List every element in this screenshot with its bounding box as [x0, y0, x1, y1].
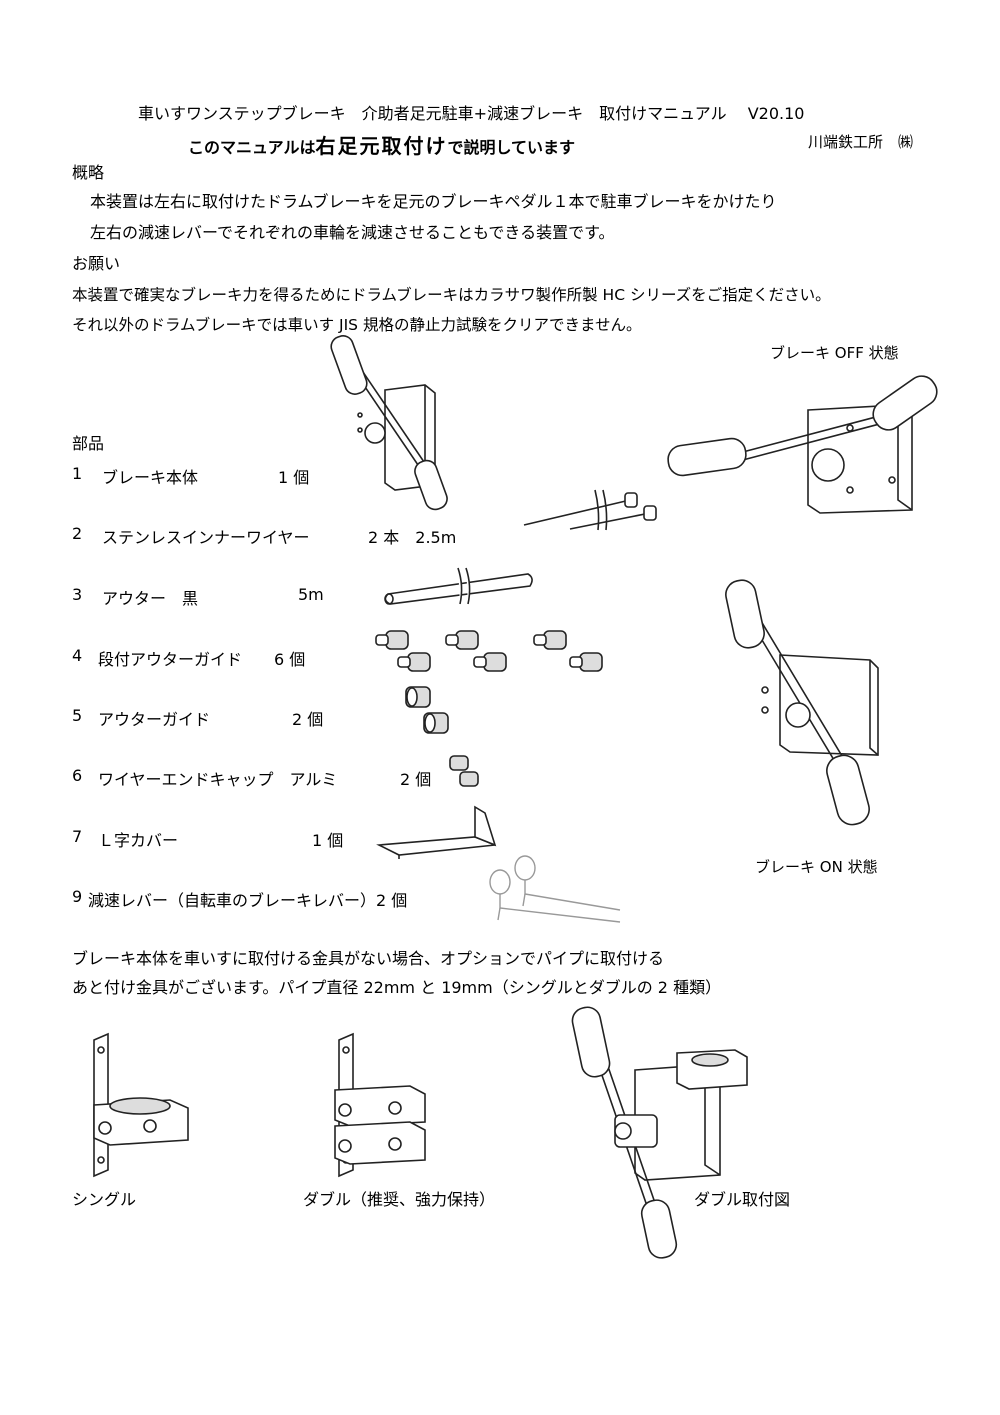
part-name: 段付アウターガイド: [98, 650, 243, 669]
manual-subtitle: このマニュアルは右足元取付けで説明しています: [188, 130, 575, 159]
part-no: 9: [72, 887, 83, 906]
part-qty: 5m: [298, 585, 324, 604]
overview-heading: 概略: [72, 163, 105, 182]
outer-tube-illustration: [384, 567, 533, 605]
single-label: シングル: [72, 1190, 137, 1209]
brake-levers-illustration: [489, 855, 621, 923]
outer-guides-illustration: [405, 686, 449, 734]
part-name: アウターガイド: [98, 710, 211, 729]
part-no: 5: [72, 706, 83, 725]
double-mount-illustration: [571, 1006, 748, 1259]
subtitle-post: で説明しています: [447, 138, 576, 157]
double-mount-label: ダブル取付図: [694, 1190, 791, 1209]
part-name: ワイヤーエンドキャップ アルミ: [98, 770, 338, 789]
part-name: ブレーキ本体: [102, 468, 199, 487]
stepped-outer-guides-illustration: [375, 630, 603, 672]
inner-wire-illustration: [523, 489, 657, 531]
part-name: ステンレスインナーワイヤー: [102, 528, 310, 547]
brake-on-illustration: [725, 579, 879, 826]
part-no: 4: [72, 646, 83, 665]
request-heading: お願い: [72, 254, 121, 273]
part-qty: 6 個: [274, 650, 306, 669]
option-line-2: あと付け金具がございます。パイプ直径 22mm と 19mm（シングルとダブルの…: [72, 978, 722, 997]
double-label: ダブル（推奨、強力保持）: [303, 1190, 496, 1209]
brake-off-label: ブレーキ OFF 状態: [770, 344, 899, 362]
brake-on-label: ブレーキ ON 状態: [755, 858, 878, 876]
part-no: 3: [72, 585, 83, 604]
option-line-1: ブレーキ本体を車いすに取付ける金具がない場合、オプションでパイプに取付ける: [72, 949, 665, 968]
part-qty: 2 本 2.5m: [368, 528, 457, 547]
overview-line-2: 左右の減速レバーでそれぞれの車輪を減速させることもできる装置です。: [90, 223, 615, 242]
l-cover-illustration: [376, 805, 497, 859]
double-bracket-illustration: [334, 1032, 426, 1178]
part-qty: 2 個: [400, 770, 432, 789]
part-qty: 2 個: [292, 710, 324, 729]
end-caps-illustration: [449, 755, 479, 787]
parts-heading: 部品: [72, 434, 105, 453]
subtitle-pre: このマニュアルは: [188, 138, 316, 157]
part-no: 2: [72, 524, 83, 543]
overview-line-1: 本装置は左右に取付けたドラムブレーキを足元のブレーキペダル１本で駐車ブレーキをか…: [90, 192, 777, 211]
part-name: Ｌ字カバー: [98, 831, 179, 850]
single-bracket-illustration: [93, 1032, 189, 1178]
part-name: 減速レバー（自転車のブレーキレバー）2 個: [88, 891, 408, 910]
part-name: アウター 黒: [102, 589, 199, 608]
company-name: 川端鉄工所 ㈱: [808, 133, 914, 151]
part-no: 6: [72, 766, 83, 785]
subtitle-emphasis: 右足元取付け: [315, 134, 448, 158]
part-no: 7: [72, 827, 83, 846]
part-qty: 1 個: [312, 831, 344, 850]
part-qty: 1 個: [278, 468, 310, 487]
brake-off-illustration: [667, 375, 938, 514]
request-line-2: それ以外のドラムブレーキでは車いす JIS 規格の静止力試験をクリアできません。: [72, 316, 642, 334]
request-line-1: 本装置で確実なブレーキ力を得るためにドラムブレーキはカラサワ製作所製 HC シリ…: [72, 286, 831, 304]
brake-unit-illustration: [330, 335, 448, 511]
part-no: 1: [72, 464, 83, 483]
manual-title: 車いすワンステップブレーキ 介助者足元駐車+減速ブレーキ 取付けマニュアル V2…: [138, 104, 805, 123]
